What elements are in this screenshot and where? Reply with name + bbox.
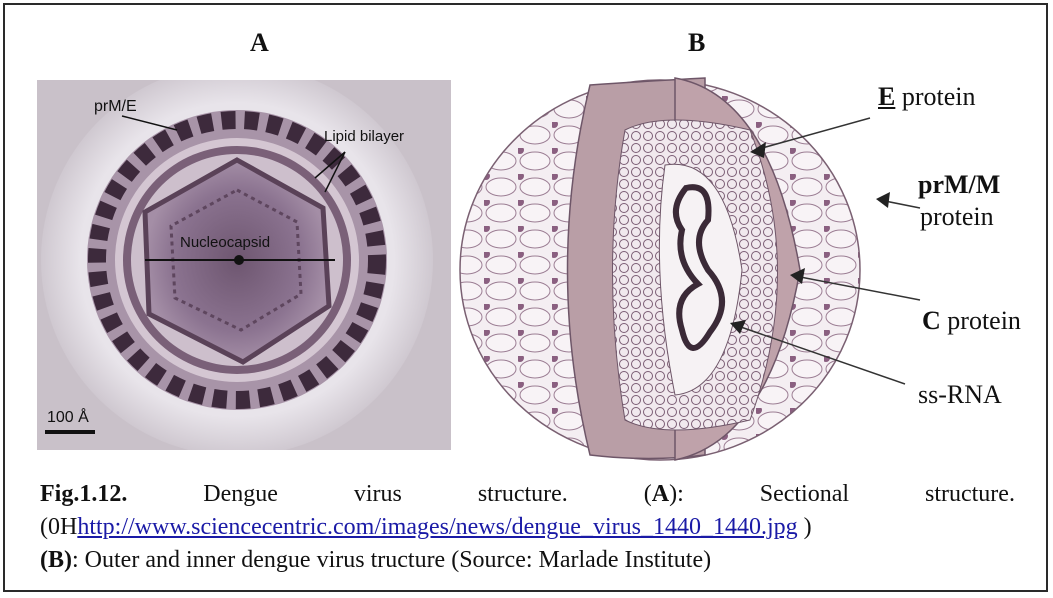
lipid-bilayer-label: Lipid bilayer: [324, 128, 404, 145]
scale-label: 100 Å: [47, 409, 89, 427]
figure-caption: Fig.1.12. Dengue virus structure. (A): S…: [40, 478, 1015, 577]
panel-a-letter: A: [250, 28, 269, 58]
prm-m-protein-label: protein: [920, 202, 994, 232]
panel-a-sectional-image: prM/E Lipid bilayer Nucleocapsid 100 Å: [37, 80, 451, 450]
caption-line-3: (B): Outer and inner dengue virus tructu…: [40, 544, 1015, 577]
nucleocapsid-label: Nucleocapsid: [180, 234, 270, 251]
source-link[interactable]: http://www.sciencecentric.com/images/new…: [77, 514, 797, 540]
c-protein-label: C protein: [922, 306, 1021, 336]
figure-number: Fig.1.12.: [40, 478, 127, 511]
panel-b-letter: B: [688, 28, 705, 58]
prm-m-label: prM/M: [918, 170, 1000, 200]
prm-e-label: prM/E: [94, 98, 137, 116]
panel-b-cutaway: E protein prM/M protein C protein ss-RNA: [450, 70, 1050, 465]
scale-bar: [45, 430, 95, 434]
caption-line-2: (0Hhttp://www.sciencecentric.com/images/…: [40, 511, 1015, 544]
e-protein-label: E protein: [878, 82, 976, 112]
caption-line-1: Fig.1.12. Dengue virus structure. (A): S…: [40, 478, 1015, 511]
ss-rna-label: ss-RNA: [918, 380, 1002, 410]
